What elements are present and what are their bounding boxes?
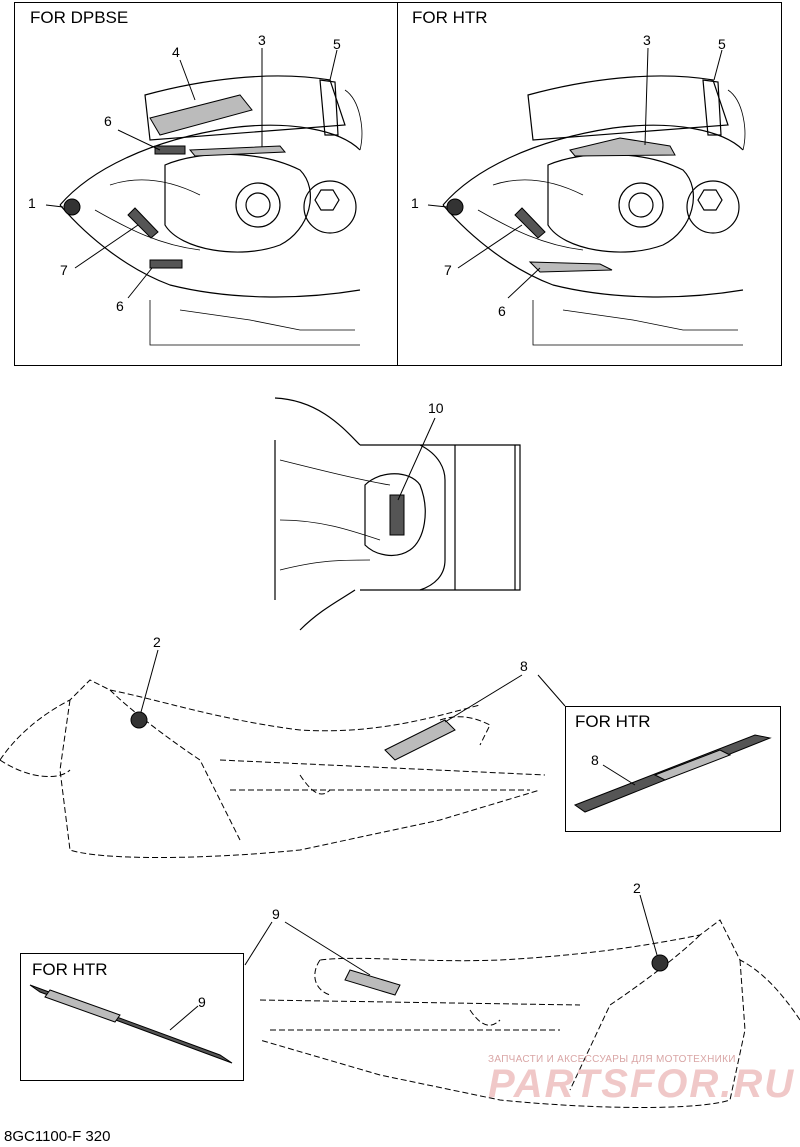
callout-6-dpbse-lower: 6 — [116, 298, 124, 314]
callout-2-bottom: 2 — [633, 880, 641, 896]
callout-7-htr: 7 — [444, 262, 452, 278]
watermark: ЗАПЧАСТИ И АКСЕССУАРЫ ДЛЯ МОТОТЕХНИКИ PA… — [488, 1054, 796, 1106]
callout-3-dpbse: 3 — [258, 32, 266, 48]
watermark-brand: PARTSFOR.RU — [488, 1062, 796, 1106]
inset-panel-for-htr-9 — [20, 953, 244, 1081]
callout-9-main: 9 — [272, 906, 280, 922]
inset-decal-8 — [573, 734, 772, 813]
snowmobile-side-view-right — [0, 679, 546, 858]
callout-2-middle: 2 — [153, 634, 161, 650]
panel-title-dpbse: FOR DPBSE — [30, 8, 129, 27]
callout-3-htr: 3 — [643, 32, 651, 48]
callout-8-main: 8 — [520, 658, 528, 674]
callout-5-dpbse: 5 — [333, 36, 341, 52]
panel-for-dpbse — [14, 2, 399, 366]
callout-1-dpbse: 1 — [28, 195, 36, 211]
callout-10: 10 — [428, 400, 444, 416]
callout-5-htr: 5 — [718, 36, 726, 52]
snowmobile-side-view-left — [259, 919, 800, 1108]
callout-4: 4 — [172, 44, 180, 60]
inset-decal-9 — [29, 984, 233, 1064]
panel-for-htr-top — [397, 2, 782, 366]
seat-top-view — [274, 397, 521, 631]
panel-title-htr-top: FOR HTR — [412, 8, 488, 27]
callout-1-htr: 1 — [411, 195, 419, 211]
callout-7-dpbse: 7 — [60, 262, 68, 278]
callout-6-dpbse-upper: 6 — [104, 113, 112, 129]
watermark-tagline: ЗАПЧАСТИ И АКСЕССУАРЫ ДЛЯ МОТОТЕХНИКИ — [488, 1054, 736, 1065]
document-code: 8GC1100-F 320 — [4, 1128, 111, 1145]
inset-title-htr-8: FOR HTR — [575, 712, 651, 731]
callout-9-inset: 9 — [198, 994, 206, 1010]
inset-title-htr-9: FOR HTR — [32, 960, 108, 979]
inset-panel-for-htr-8 — [565, 706, 781, 832]
callout-6-htr: 6 — [498, 303, 506, 319]
snowmobile-front-htr — [442, 75, 746, 346]
snowmobile-front-dpbse — [59, 75, 363, 346]
callout-8-inset: 8 — [591, 752, 599, 768]
